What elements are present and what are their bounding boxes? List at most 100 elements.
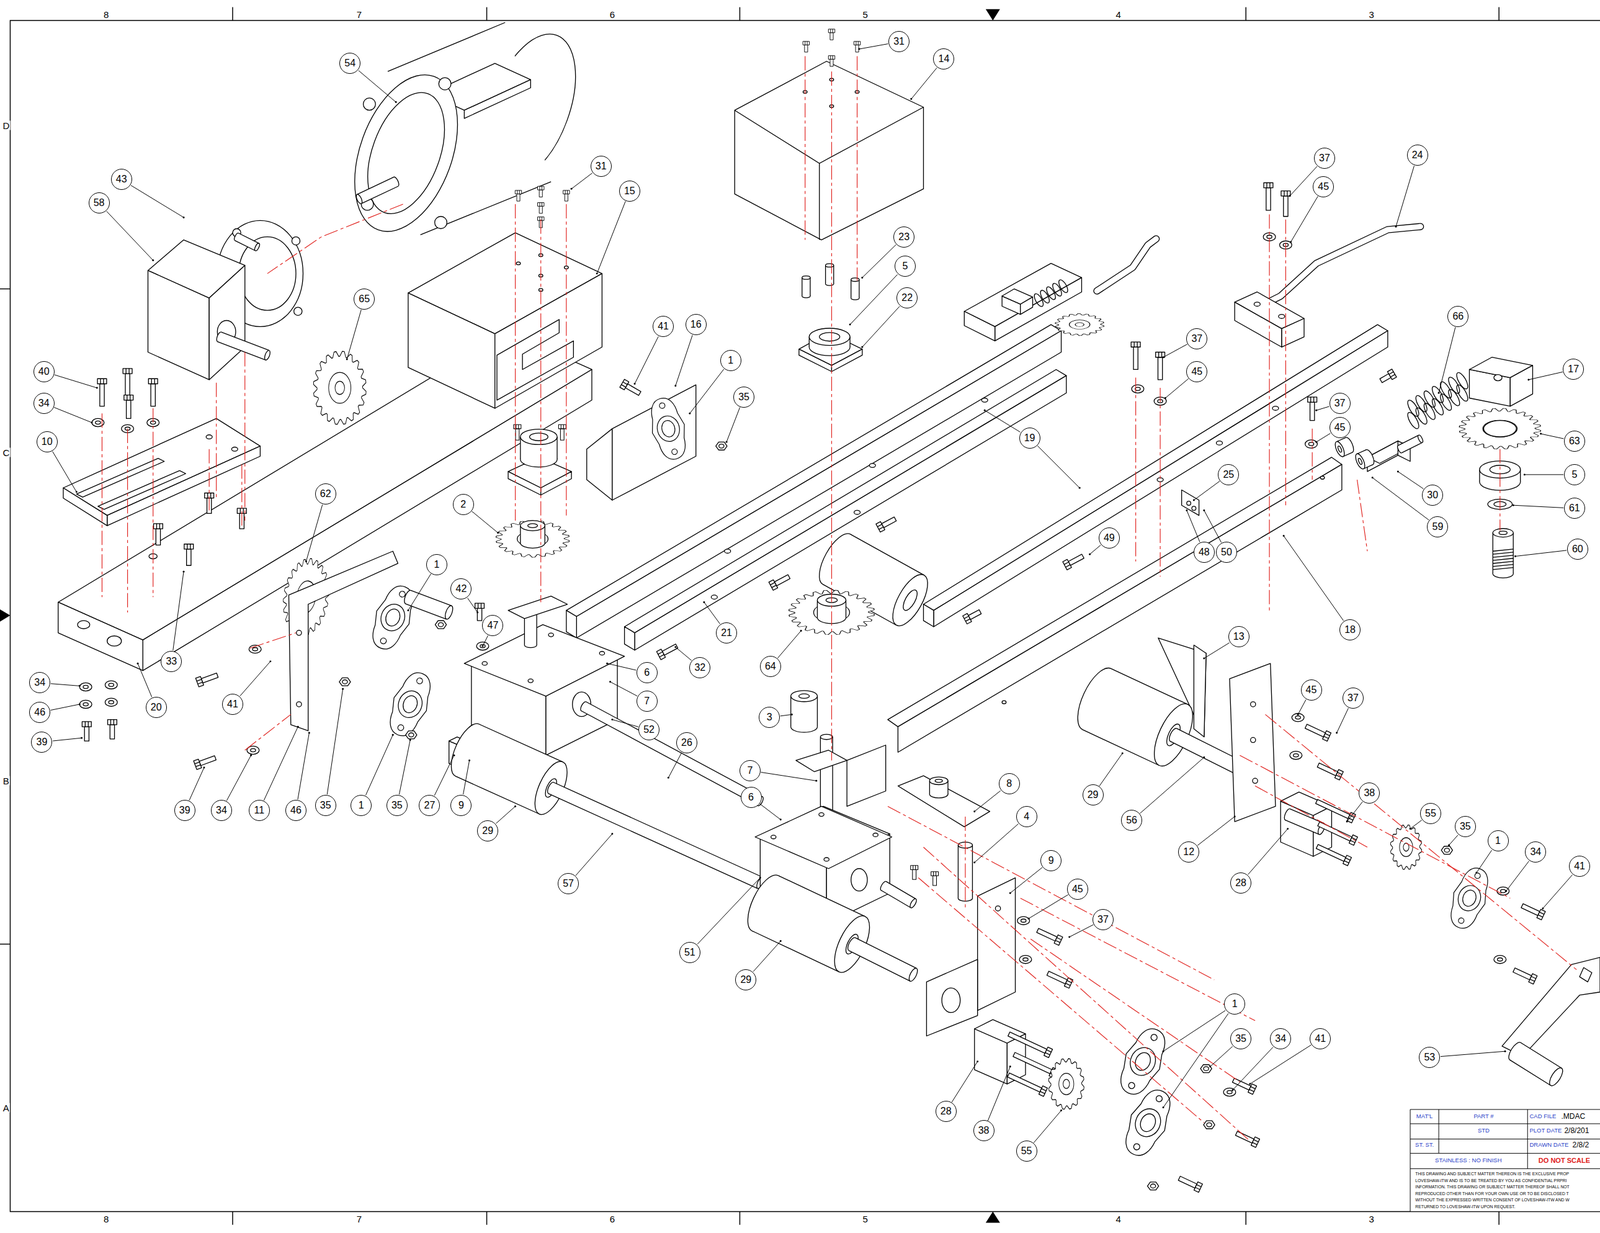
hex-bolt-shank <box>1283 196 1288 217</box>
callout-bubble: 1 <box>1487 830 1509 852</box>
screw <box>513 424 522 440</box>
motor-shaft-end <box>354 193 363 205</box>
shaft-body <box>548 782 763 889</box>
standoff <box>851 277 860 300</box>
hex-bolt-edge <box>622 382 628 385</box>
shaft-body <box>848 937 917 981</box>
cap-screw-head <box>828 29 835 33</box>
callout-number: 64 <box>764 661 777 672</box>
leader-line <box>106 210 154 260</box>
callout-number: 38 <box>1363 787 1375 798</box>
leader-line <box>753 941 781 972</box>
crank-grip-edge <box>1510 1059 1551 1086</box>
hex-bolt-edge <box>154 378 156 384</box>
guide-sprocket-hub <box>1069 320 1091 330</box>
hex-bolt-shank <box>1133 346 1138 370</box>
center-line <box>1499 449 1501 532</box>
hex-bolt-shank <box>126 400 131 419</box>
leader-line <box>974 790 1001 811</box>
leader-dot <box>861 276 863 279</box>
leader-dot <box>137 662 139 665</box>
callout-bubble: 34 <box>33 392 55 414</box>
leader-line <box>862 305 900 347</box>
hex-bolt-head <box>1194 1181 1203 1193</box>
callout-number: 9 <box>1048 855 1055 866</box>
hex-bolt-head <box>1064 977 1074 989</box>
guide-roller-end <box>1353 452 1367 471</box>
hex-bolt <box>124 395 134 419</box>
callout-number: 7 <box>643 696 650 707</box>
hex-bolt <box>1062 552 1086 571</box>
leader-dot <box>183 216 185 219</box>
hex-bolt-head <box>81 721 92 727</box>
center-line <box>1357 479 1368 551</box>
leader-line <box>297 732 309 800</box>
hex-bolt-shank <box>774 574 790 586</box>
rail-hole <box>710 594 718 600</box>
leader-line <box>1541 433 1565 439</box>
leader-line <box>52 451 77 492</box>
callout-bubble: 22 <box>896 287 918 309</box>
callout-bubble: 4 <box>1016 805 1038 827</box>
screw-head <box>931 871 939 876</box>
proprietary-notice: LOVESHAW-ITW AND IS TO BE TREATED BY YOU… <box>1415 1178 1567 1183</box>
leader-dot <box>1527 378 1530 381</box>
input-stub <box>233 232 261 252</box>
proprietary-notice: WITHOUT THE EXPRESSED WRITTEN CONSENT OF… <box>1415 1197 1569 1203</box>
washer-ring <box>1019 955 1032 964</box>
callout-bubble: 45 <box>1300 679 1323 701</box>
hex-bolt-shank <box>625 384 641 396</box>
screw-head <box>872 833 878 837</box>
proprietary-notice: INFORMATION. THIS DRAWING OR SUBJECT MAT… <box>1415 1184 1569 1190</box>
guide-handle <box>1096 238 1156 291</box>
leader-line <box>1210 1045 1233 1067</box>
leader-dot <box>1202 509 1205 512</box>
callout-bubble: 37 <box>1092 908 1114 930</box>
callout-number: 63 <box>1568 436 1581 447</box>
washer <box>104 697 118 707</box>
leader-line <box>668 752 682 778</box>
crank-grip-end <box>1547 1065 1566 1088</box>
screw-edge <box>933 871 934 876</box>
callout-number: 50 <box>1220 547 1233 558</box>
center-line <box>1269 214 1270 612</box>
leader-dot <box>1162 1106 1165 1109</box>
callout-number: 39 <box>36 737 48 747</box>
tension-block-face <box>1510 365 1533 407</box>
hex-bolt-edge <box>879 526 884 530</box>
callout-number: 37 <box>1318 153 1331 164</box>
screw-head <box>1186 501 1192 506</box>
zone-marker: 8 <box>102 9 110 20</box>
guide-roller <box>1333 436 1356 458</box>
callout-number: 47 <box>487 620 499 631</box>
flange-bearing-hole <box>415 676 424 685</box>
guide-handle-fill <box>1096 238 1156 291</box>
hex-nut <box>405 730 417 739</box>
leader-line <box>1028 894 1069 919</box>
tube-face <box>142 369 592 671</box>
leader-line <box>974 823 1019 863</box>
leader-line <box>689 369 725 414</box>
leader-line <box>1438 326 1456 393</box>
leader-dot <box>611 832 613 835</box>
leader-dot <box>1164 397 1167 399</box>
hex-nut-hex <box>405 730 417 739</box>
leader-line <box>1204 642 1230 659</box>
callout-bubble: 49 <box>1098 527 1120 549</box>
hex-bolt-shank <box>125 373 130 396</box>
callout-bubble: 43 <box>111 168 133 190</box>
motor-ear <box>434 216 448 229</box>
long-bolt-shank <box>1013 1052 1053 1074</box>
hex-bolt-edge <box>1283 191 1285 197</box>
hex-bolt-shank <box>968 609 982 620</box>
tensioner <box>1181 357 1542 579</box>
long-bolt-shank <box>1008 1031 1048 1053</box>
title-block-field: ST. ST. <box>1415 1142 1434 1149</box>
rail-hole <box>854 509 861 515</box>
leader-line <box>1336 707 1349 733</box>
callout-bubble: 23 <box>893 226 915 248</box>
hex-bolt <box>1281 191 1291 217</box>
standoff-edge <box>825 265 826 285</box>
title-block-rule <box>1438 1109 1440 1154</box>
coupling-end <box>791 690 818 702</box>
